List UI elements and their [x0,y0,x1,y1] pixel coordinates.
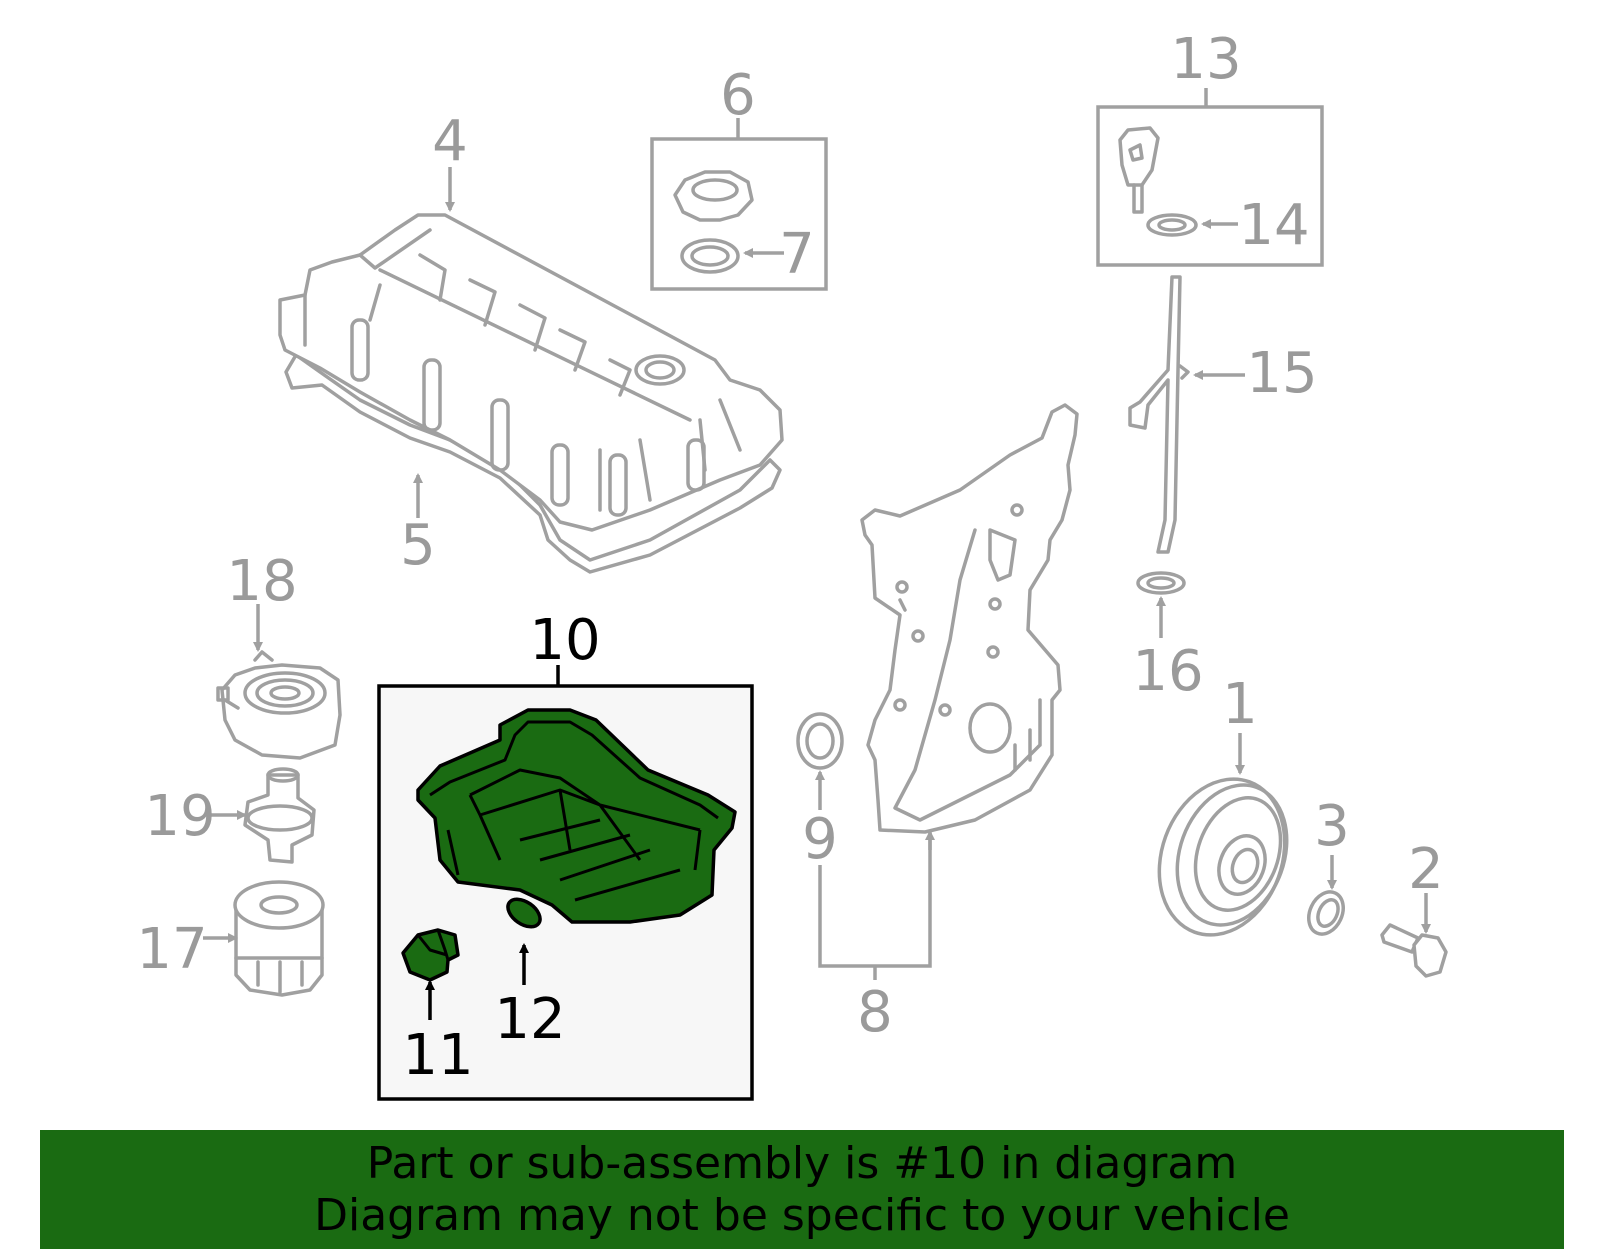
callout-7: 7 [779,222,815,287]
banner-line-disclaimer: Diagram may not be specific to your vehi… [314,1189,1290,1241]
callout-1: 1 [1222,672,1258,737]
drain-plug-part-11 [401,928,460,982]
dipstick-tube-part-15 [1128,275,1190,554]
callout-3: 3 [1314,794,1350,859]
pulley-bolt-part-2 [1380,923,1448,978]
callout-19: 19 [144,784,215,849]
callout-6: 6 [720,63,756,128]
timing-cover-part-8 [860,403,1079,834]
valve-cover-part-4 [278,213,784,532]
filter-adapter-part-19 [243,767,316,864]
oil-pan-part-10 [416,708,737,924]
dipstick-box-13 [1096,105,1324,267]
crank-pulley-part-1 [1157,777,1289,937]
leader-lines [203,88,1431,1020]
callout-4: 4 [432,109,468,174]
callout-16: 16 [1132,639,1203,704]
crank-seal-part-3 [1307,890,1345,936]
callout-11: 11 [402,1023,473,1088]
timing-seal-part-9 [796,712,844,770]
callout-17: 17 [136,917,207,982]
oil-cooler-part-18 [216,650,342,760]
callout-8: 8 [857,980,893,1045]
callout-18: 18 [226,549,297,614]
callout-10: 10 [529,608,600,673]
callout-labels: 1 2 3 4 5 6 7 8 9 10 11 12 13 14 15 16 1… [136,27,1443,1088]
banner-line-part-number: Part or sub-assembly is #10 in diagram [366,1137,1238,1189]
callout-9: 9 [802,807,838,872]
tube-seal-part-16 [1136,571,1186,595]
oil-filter-part-17 [233,880,325,997]
callout-15: 15 [1246,341,1317,406]
parts-diagram: 1 2 3 4 5 6 7 8 9 10 11 12 13 14 15 16 1… [136,27,1448,1101]
callout-5: 5 [400,513,436,578]
disclaimer-banner: Part or sub-assembly is #10 in diagram D… [40,1130,1564,1249]
callout-14: 14 [1238,193,1309,258]
callout-12: 12 [494,987,565,1052]
callout-13: 13 [1170,27,1241,92]
drain-gasket-part-12 [506,897,542,929]
callout-2: 2 [1408,837,1444,902]
